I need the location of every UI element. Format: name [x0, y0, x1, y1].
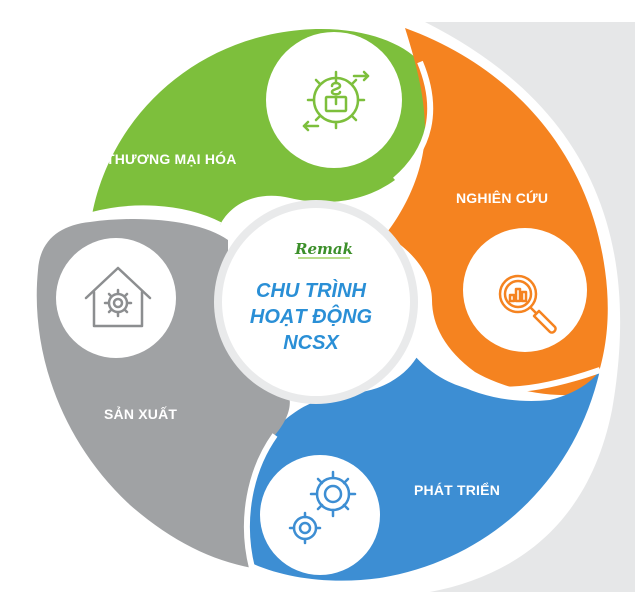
money-gear-icon [302, 70, 370, 132]
icon-circle-research [463, 228, 587, 352]
logo-underline [298, 257, 350, 259]
icon-circle-development [260, 455, 380, 575]
shadow-shape [425, 22, 635, 592]
center-circle [222, 208, 410, 396]
center-title: CHU TRÌNH HOẠT ĐỘNG NCSX [226, 278, 396, 356]
label-commercialization: THƯƠNG MẠI HÓA [106, 151, 237, 167]
center-title-line1: CHU TRÌNH [256, 280, 366, 302]
magnifier-chart-icon [498, 274, 557, 334]
house-gear-icon [84, 266, 152, 328]
center-title-line3: NCSX [283, 332, 339, 354]
icon-circle-production [56, 238, 176, 358]
icon-circle-commercialization [266, 32, 402, 168]
gears-icon [288, 470, 357, 545]
label-development: PHÁT TRIỂN [414, 482, 500, 498]
center-title-line2: HOẠT ĐỘNG [249, 306, 373, 328]
label-research: NGHIÊN CỨU [456, 190, 549, 206]
label-production: SẢN XUẤT [104, 406, 178, 422]
remak-logo: Remak [295, 240, 353, 258]
